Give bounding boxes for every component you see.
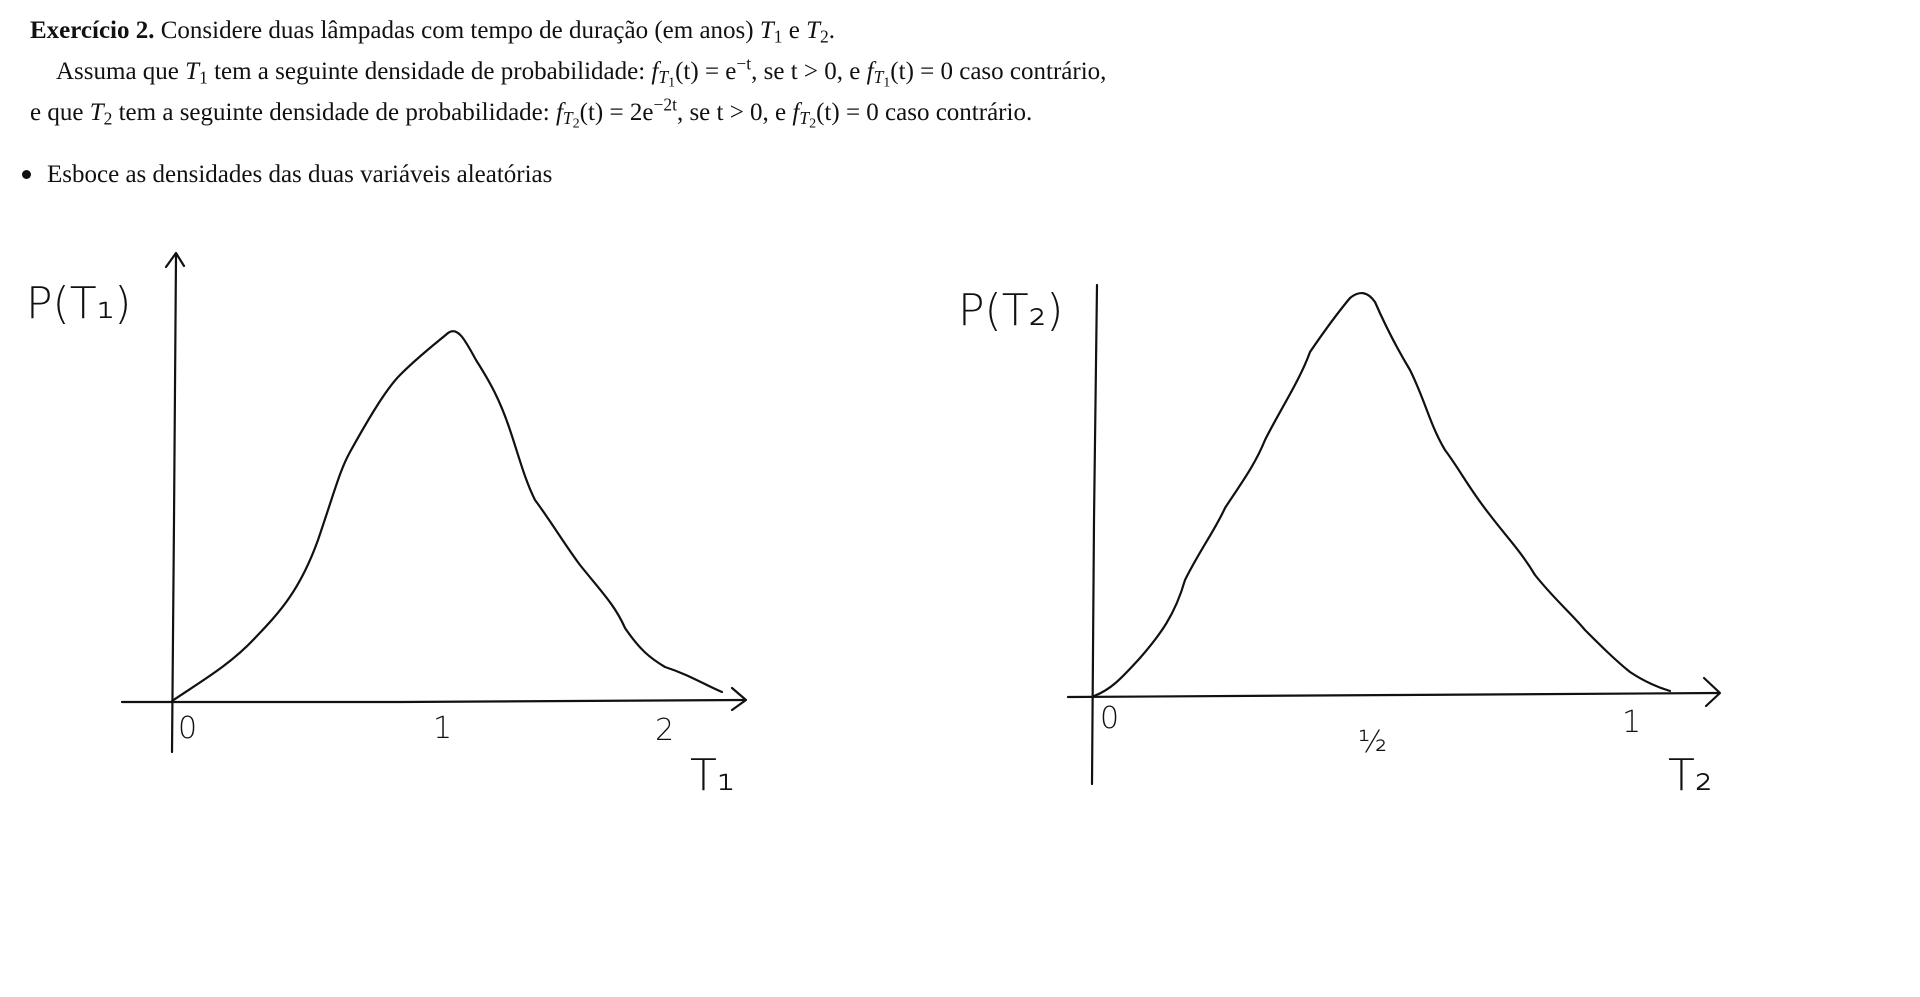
exercise-heading-line: Exercício 2. Considere duas lâmpadas com…	[30, 17, 836, 47]
bullet-item: Esboce as densidades das duas variáveis …	[22, 154, 552, 195]
density-t1-line: Assuma que T1 tem a seguinte densidade d…	[56, 53, 1107, 91]
density-t2-line: e que T2 tem a seguinte densidade de pro…	[30, 94, 1033, 132]
t2-symbol: T	[806, 17, 821, 44]
left-y-axis	[170, 253, 178, 754]
right-tick-half: ½	[1358, 725, 1387, 760]
right-density-curve	[1092, 292, 1672, 698]
right-x-axis	[1066, 691, 1720, 699]
right-y-label: P(T₂)	[958, 285, 1063, 336]
right-tick-0: 0	[1100, 701, 1119, 736]
left-y-arrow-icon	[164, 251, 186, 269]
right-tick-1: 1	[1622, 705, 1641, 740]
sketch-left: P(T₁) 0 1 2 T₁	[26, 251, 748, 801]
right-y-axis	[1090, 283, 1099, 786]
right-x-arrow-icon	[1702, 676, 1722, 708]
left-tick-1: 1	[433, 711, 452, 746]
left-tick-2: 2	[655, 713, 674, 748]
left-y-label: P(T₁)	[26, 278, 131, 329]
left-x-arrow-icon	[730, 686, 748, 712]
sketch-right: P(T₂) 0 ½ 1 T₂	[958, 283, 1722, 801]
exercise-intro: Considere duas lâmpadas com tempo de dur…	[160, 17, 754, 44]
t1-symbol: T	[759, 17, 774, 44]
left-density-curve	[170, 330, 724, 703]
left-x-axis	[120, 698, 746, 704]
right-x-label: T₂	[1668, 750, 1713, 801]
left-x-label: T₁	[690, 750, 735, 801]
left-tick-0: 0	[178, 711, 197, 746]
bullet-text: Esboce as densidades das duas variáveis …	[47, 161, 553, 188]
bullet-dot-icon	[22, 169, 31, 179]
exercise-text: Exercício 2. Considere duas lâmpadas com…	[30, 10, 1106, 133]
exercise-title: Exercício 2.	[30, 17, 155, 44]
